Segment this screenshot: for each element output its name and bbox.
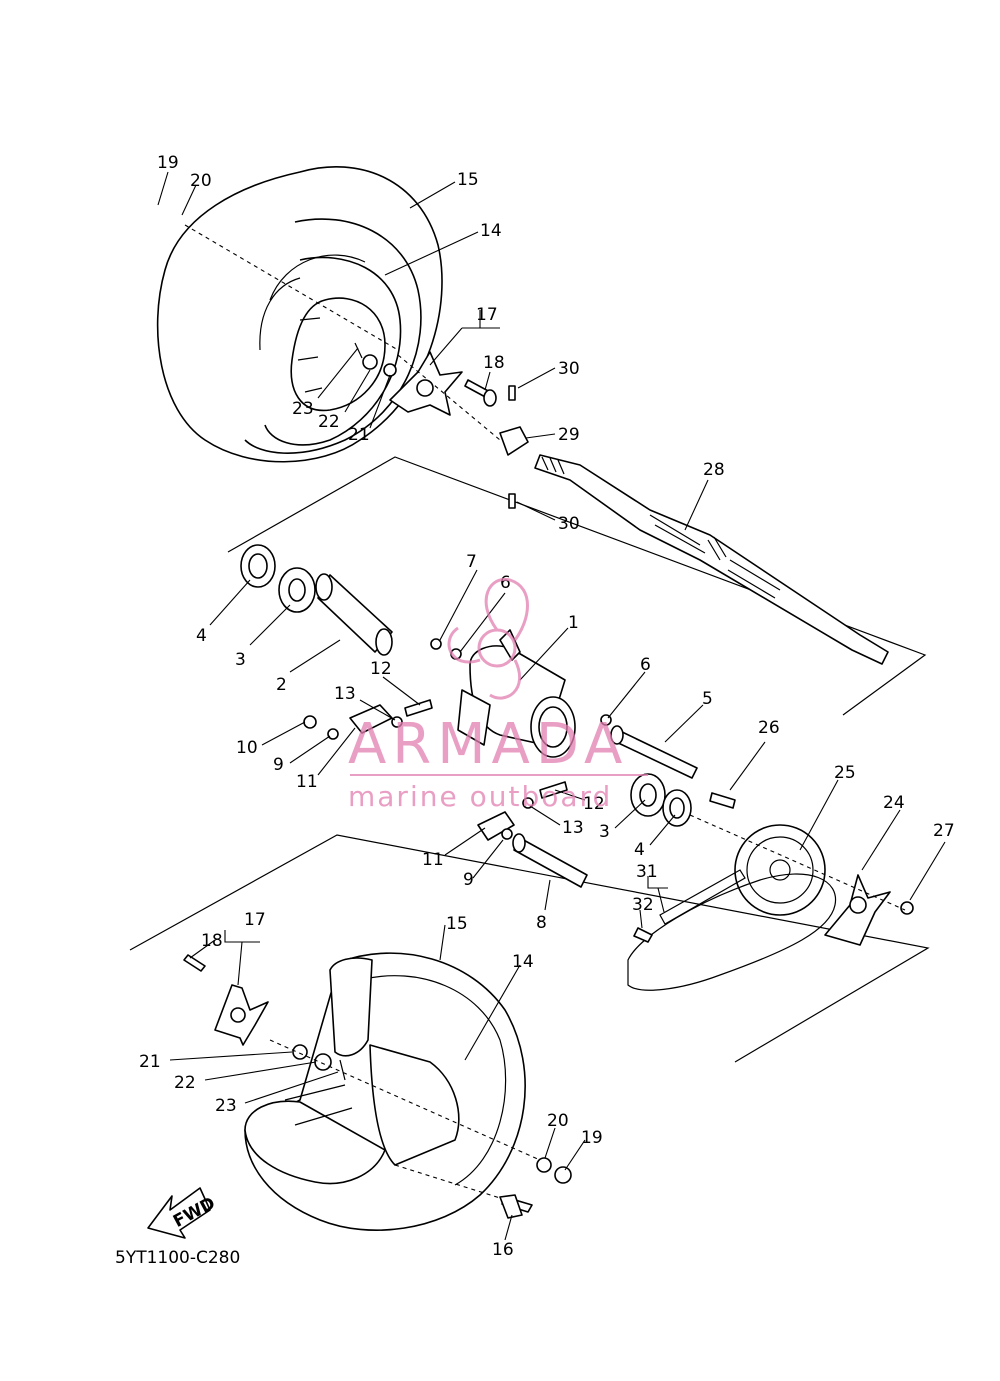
diagram-code: 5YT1100-C280: [115, 1248, 240, 1268]
upper-wheel: [156, 166, 443, 463]
callout-23-upper: 23: [292, 399, 314, 419]
callout-3-upper: 3: [235, 650, 246, 670]
upper-assembly-boundary: [227, 456, 927, 716]
callout-22-upper: 22: [318, 412, 340, 432]
callout-6-lower: 6: [640, 655, 651, 675]
callout-12-upper: 12: [370, 659, 392, 679]
bearing-3-lower: [630, 773, 666, 817]
lower-hub: [183, 954, 572, 1213]
centerline-upper-axle: [397, 354, 501, 441]
bearing-3-upper: [278, 567, 316, 613]
bearing-4-upper: [240, 544, 276, 588]
bolt-5: [610, 725, 698, 779]
callout-31: 31: [636, 862, 658, 882]
callout-2: 2: [276, 675, 287, 695]
callout-25: 25: [834, 763, 856, 783]
callout-8: 8: [536, 913, 547, 933]
armada-logo: [447, 577, 529, 700]
callout-3-lower: 3: [599, 822, 610, 842]
callout-15-lower: 15: [446, 914, 468, 934]
callout-19-upper: 19: [157, 153, 179, 173]
callout-28: 28: [703, 460, 725, 480]
callout-13-lower: 13: [562, 818, 584, 838]
callout-32: 32: [632, 895, 654, 915]
callout-9-upper: 9: [273, 755, 284, 775]
callout-30-bottom: 30: [558, 514, 580, 534]
callout-7: 7: [466, 552, 477, 572]
watermark-tagline: marine outboard: [348, 780, 612, 813]
centerline-valve: [394, 1164, 501, 1199]
centerline-upper-wheel: [184, 224, 399, 351]
armada-watermark: ARMADA marine outboard: [348, 577, 648, 813]
callout-1: 1: [568, 613, 579, 633]
callout-14-upper: 14: [480, 221, 502, 241]
callout-4-lower: 4: [634, 840, 645, 860]
upper-hub: [354, 342, 497, 416]
callout-19-lower: 19: [581, 1128, 603, 1148]
callout-10: 10: [236, 738, 258, 758]
leader-lines: [157, 171, 946, 1241]
centerline-sprocket: [689, 814, 906, 911]
callout-20-lower: 20: [547, 1111, 569, 1131]
callout-labels: 19 20 15 14 17 18 30 29 28 30 23 22 21 7…: [139, 153, 955, 1260]
lower-assembly-boundary: [129, 834, 930, 1063]
callout-20-upper: 20: [190, 171, 212, 191]
callout-29: 29: [558, 425, 580, 445]
callout-18-upper: 18: [483, 353, 505, 373]
forward-direction-arrow: FWD: [147, 1187, 219, 1239]
callout-30-top: 30: [558, 359, 580, 379]
bolt-8: [512, 833, 588, 888]
callout-18-lower: 18: [201, 931, 223, 951]
lower-wheel: [244, 952, 526, 1231]
callout-6-upper: 6: [500, 573, 511, 593]
callout-16: 16: [492, 1240, 514, 1260]
callout-9-lower: 9: [463, 870, 474, 890]
callout-13-upper: 13: [334, 684, 356, 704]
valve-16: [499, 1194, 523, 1219]
sprocket-25: [734, 824, 826, 916]
callout-21-lower: 21: [139, 1052, 161, 1072]
callout-4-upper: 4: [196, 626, 207, 646]
rear-axle: [534, 454, 889, 665]
callout-17-upper: 17: [476, 305, 498, 325]
callout-26: 26: [758, 718, 780, 738]
callout-21-upper: 21: [348, 425, 370, 445]
collar-2: [315, 573, 393, 656]
watermark-brand: ARMADA: [348, 712, 628, 777]
callout-5: 5: [702, 689, 713, 709]
bearing-4-lower: [662, 789, 692, 827]
callout-11-upper: 11: [296, 772, 318, 792]
callout-14-lower: 14: [512, 952, 534, 972]
callout-17-lower: 17: [244, 910, 266, 930]
callout-12-lower: 12: [583, 794, 605, 814]
bearing-housing: [457, 629, 576, 758]
axle-nut-29: [499, 385, 529, 509]
sprocket-hub-24: [824, 874, 891, 946]
callout-15-upper: 15: [457, 170, 479, 190]
drive-chain-31: [627, 869, 837, 991]
callout-24: 24: [883, 793, 905, 813]
callout-27: 27: [933, 821, 955, 841]
centerline-lower-wheel: [269, 1039, 541, 1161]
callout-23-lower: 23: [215, 1096, 237, 1116]
callout-22-lower: 22: [174, 1073, 196, 1093]
callout-11-lower: 11: [422, 850, 444, 870]
